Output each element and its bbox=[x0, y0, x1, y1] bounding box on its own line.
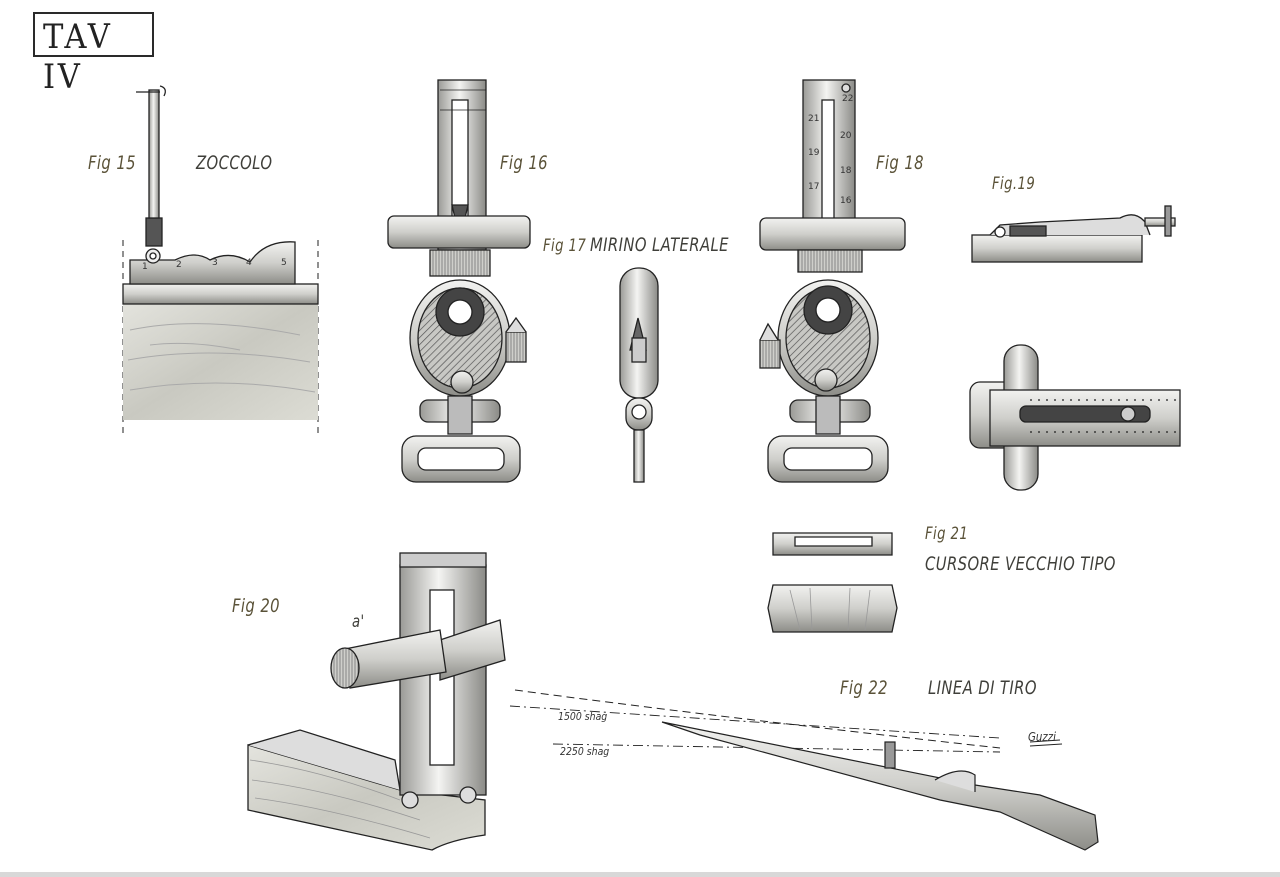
fig15-zoccolo-drawing bbox=[122, 85, 319, 435]
scan-edge bbox=[0, 872, 1280, 877]
fig18-scale-mark: 19 bbox=[808, 148, 820, 158]
plate-title: TAV IV bbox=[43, 17, 113, 97]
fig15-scale-mark: 3 bbox=[212, 258, 218, 268]
fig21-cursor-drawing bbox=[767, 532, 898, 633]
fig21-label: Fig 21 bbox=[925, 524, 969, 544]
fig17-mirino-drawing bbox=[619, 267, 659, 483]
fig22-caption: LINEA DI TIRO bbox=[928, 677, 1037, 699]
fig22-range-1500: 1500 shag bbox=[558, 710, 608, 723]
fig22-rifle-drawing bbox=[509, 689, 1099, 851]
fig20-callout: a' bbox=[352, 612, 365, 632]
fig20-label: Fig 20 bbox=[232, 595, 280, 617]
fig21-caption: CURSORE VECCHIO TIPO bbox=[925, 553, 1116, 575]
fig17-caption: MIRINO LATERALE bbox=[590, 234, 729, 256]
fig18-scale-mark: 16 bbox=[840, 196, 852, 206]
fig18-label: Fig 18 bbox=[876, 152, 924, 174]
fig18-scale-mark: 22 bbox=[842, 94, 854, 104]
fig15-scale-mark: 1 bbox=[142, 262, 148, 272]
artist-signature: Guzzi bbox=[1028, 730, 1056, 744]
fig18-sight-drawing bbox=[759, 79, 906, 483]
fig18-scale-mark: 18 bbox=[840, 166, 852, 176]
fig22-label: Fig 22 bbox=[840, 677, 888, 699]
plate-title-box: TAV IV bbox=[33, 12, 154, 97]
fig15-scale-mark: 2 bbox=[176, 260, 182, 270]
fig19-top-view-drawing bbox=[969, 344, 1181, 491]
fig19-label: Fig.19 bbox=[992, 174, 1036, 194]
fig15-scale-mark: 5 bbox=[281, 258, 287, 268]
fig16-label: Fig 16 bbox=[500, 152, 548, 174]
fig18-scale-mark: 17 bbox=[808, 182, 820, 192]
fig17-label: Fig 17 bbox=[543, 236, 587, 256]
fig15-scale-mark: 4 bbox=[246, 258, 252, 268]
fig19-side-view-drawing bbox=[971, 205, 1176, 263]
fig18-scale-mark: 21 bbox=[808, 114, 820, 124]
fig22-range-2250: 2250 shag bbox=[560, 745, 610, 758]
fig15-caption: ZOCCOLO bbox=[196, 152, 273, 174]
fig16-sight-drawing bbox=[387, 79, 531, 483]
fig18-scale-mark: 20 bbox=[840, 131, 852, 141]
fig15-label: Fig 15 bbox=[88, 152, 136, 174]
fig20-assembly-drawing bbox=[247, 552, 506, 851]
